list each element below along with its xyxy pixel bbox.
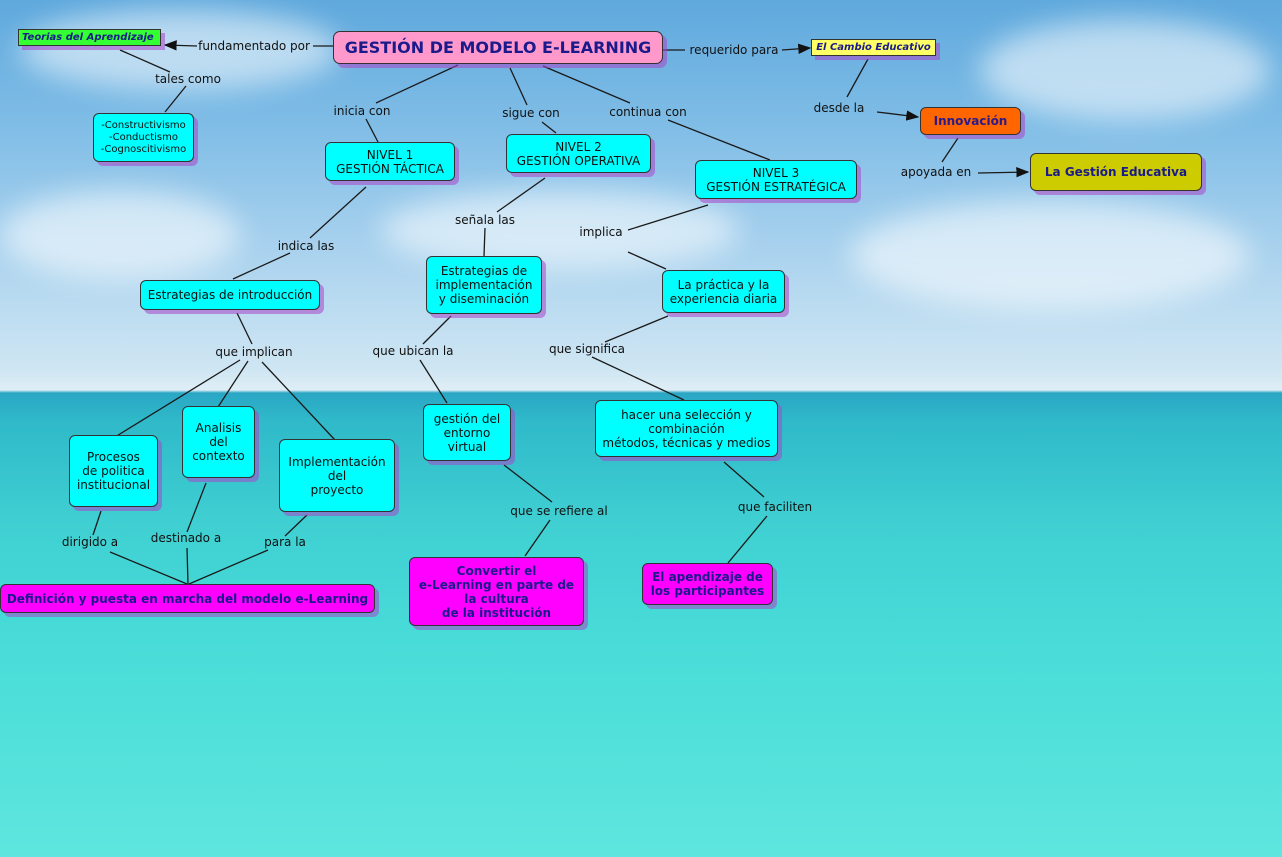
elearning-culture-node[interactable]: Convertir el e-Learning en parte de la c… [409, 557, 584, 626]
connector [503, 464, 553, 503]
link-label: implica [579, 225, 623, 239]
connector [119, 49, 171, 73]
connector [261, 361, 336, 441]
connector [781, 43, 812, 55]
connector [977, 167, 1030, 178]
link-label: dirigido a [61, 535, 119, 549]
connector [188, 549, 269, 585]
link-label: que faciliten [737, 500, 813, 514]
connector [509, 67, 528, 106]
participant-learning-node[interactable]: El apendizaje de los participantes [642, 563, 773, 605]
link-label: indica las [277, 239, 335, 253]
link-label: requerido para [689, 43, 779, 57]
main-topic-node[interactable]: GESTIÓN DE MODELO E-LEARNING [333, 31, 663, 64]
link-label: que significa [548, 342, 626, 356]
connector [419, 359, 448, 404]
link-label: que se refiere al [510, 504, 608, 518]
link-label: continua con [609, 105, 687, 119]
connector [375, 64, 459, 104]
connector [876, 110, 920, 121]
innovation-node[interactable]: Innovación [920, 107, 1021, 135]
introduction-strategies-node[interactable]: Estrategias de introducción [140, 280, 320, 310]
connector [604, 315, 669, 343]
link-label: sigue con [502, 106, 560, 120]
link-label: desde la [813, 101, 865, 115]
cloud [20, 10, 340, 90]
connector [727, 515, 768, 564]
connector [109, 551, 188, 585]
connector [627, 204, 709, 231]
cloud [980, 20, 1270, 120]
connector [92, 510, 102, 536]
connector [627, 251, 667, 270]
daily-practice-node[interactable]: La práctica y la experiencia diaria [662, 270, 785, 313]
model-definition-node[interactable]: Definición y puesta en marcha del modelo… [0, 584, 375, 613]
implementation-strategies-node[interactable]: Estrategias de implementación y disemina… [426, 256, 542, 314]
link-label: inicia con [333, 104, 391, 118]
connector [846, 58, 869, 98]
connector [186, 482, 207, 533]
project-implementation-node[interactable]: Implementación del proyecto [279, 439, 395, 512]
connector [309, 186, 367, 239]
link-label: fundamentado por [198, 39, 310, 53]
connector [163, 40, 198, 51]
connector [591, 356, 685, 401]
connector [365, 118, 379, 143]
connector [236, 312, 253, 345]
educational-change-node[interactable]: El Cambio Educativo [811, 39, 936, 56]
level2-node[interactable]: NIVEL 2 GESTIÓN OPERATIVA [506, 134, 651, 173]
connector [524, 519, 551, 557]
institutional-policy-node[interactable]: Procesos de politica institucional [69, 435, 158, 507]
connector [667, 119, 771, 161]
connector [232, 252, 291, 280]
connector [164, 85, 187, 113]
theories-node[interactable]: Teorias del Aprendizaje [18, 29, 161, 46]
connector [542, 65, 631, 104]
methods-selection-node[interactable]: hacer una selección y combinación método… [595, 400, 778, 457]
connector [941, 137, 959, 163]
connector [723, 461, 765, 498]
educational-management-node[interactable]: La Gestión Educativa [1030, 153, 1202, 191]
connector [541, 121, 557, 134]
link-label: señala las [454, 213, 516, 227]
link-label: para la [264, 535, 306, 549]
virtual-environment-node[interactable]: gestión del entorno virtual [423, 404, 511, 461]
link-label: destinado a [150, 531, 222, 545]
link-label: que ubican la [372, 344, 454, 358]
link-label: tales como [155, 72, 221, 86]
context-analysis-node[interactable]: Analisis del contexto [182, 406, 255, 478]
link-label: que implican [215, 345, 293, 359]
theories-list-node[interactable]: -Constructivismo -Conductismo -Cognoscit… [93, 113, 194, 162]
connector [496, 177, 546, 213]
connector [284, 514, 308, 537]
cloud [0, 190, 240, 280]
connector [186, 547, 189, 585]
level1-node[interactable]: NIVEL 1 GESTIÓN TÁCTICA [325, 142, 455, 181]
level3-node[interactable]: NIVEL 3 GESTIÓN ESTRATÉGICA [695, 160, 857, 199]
connector [217, 360, 249, 408]
cloud [850, 200, 1250, 310]
connector [483, 227, 486, 257]
link-label: apoyada en [900, 165, 972, 179]
connector [114, 359, 241, 438]
connector [422, 315, 452, 345]
